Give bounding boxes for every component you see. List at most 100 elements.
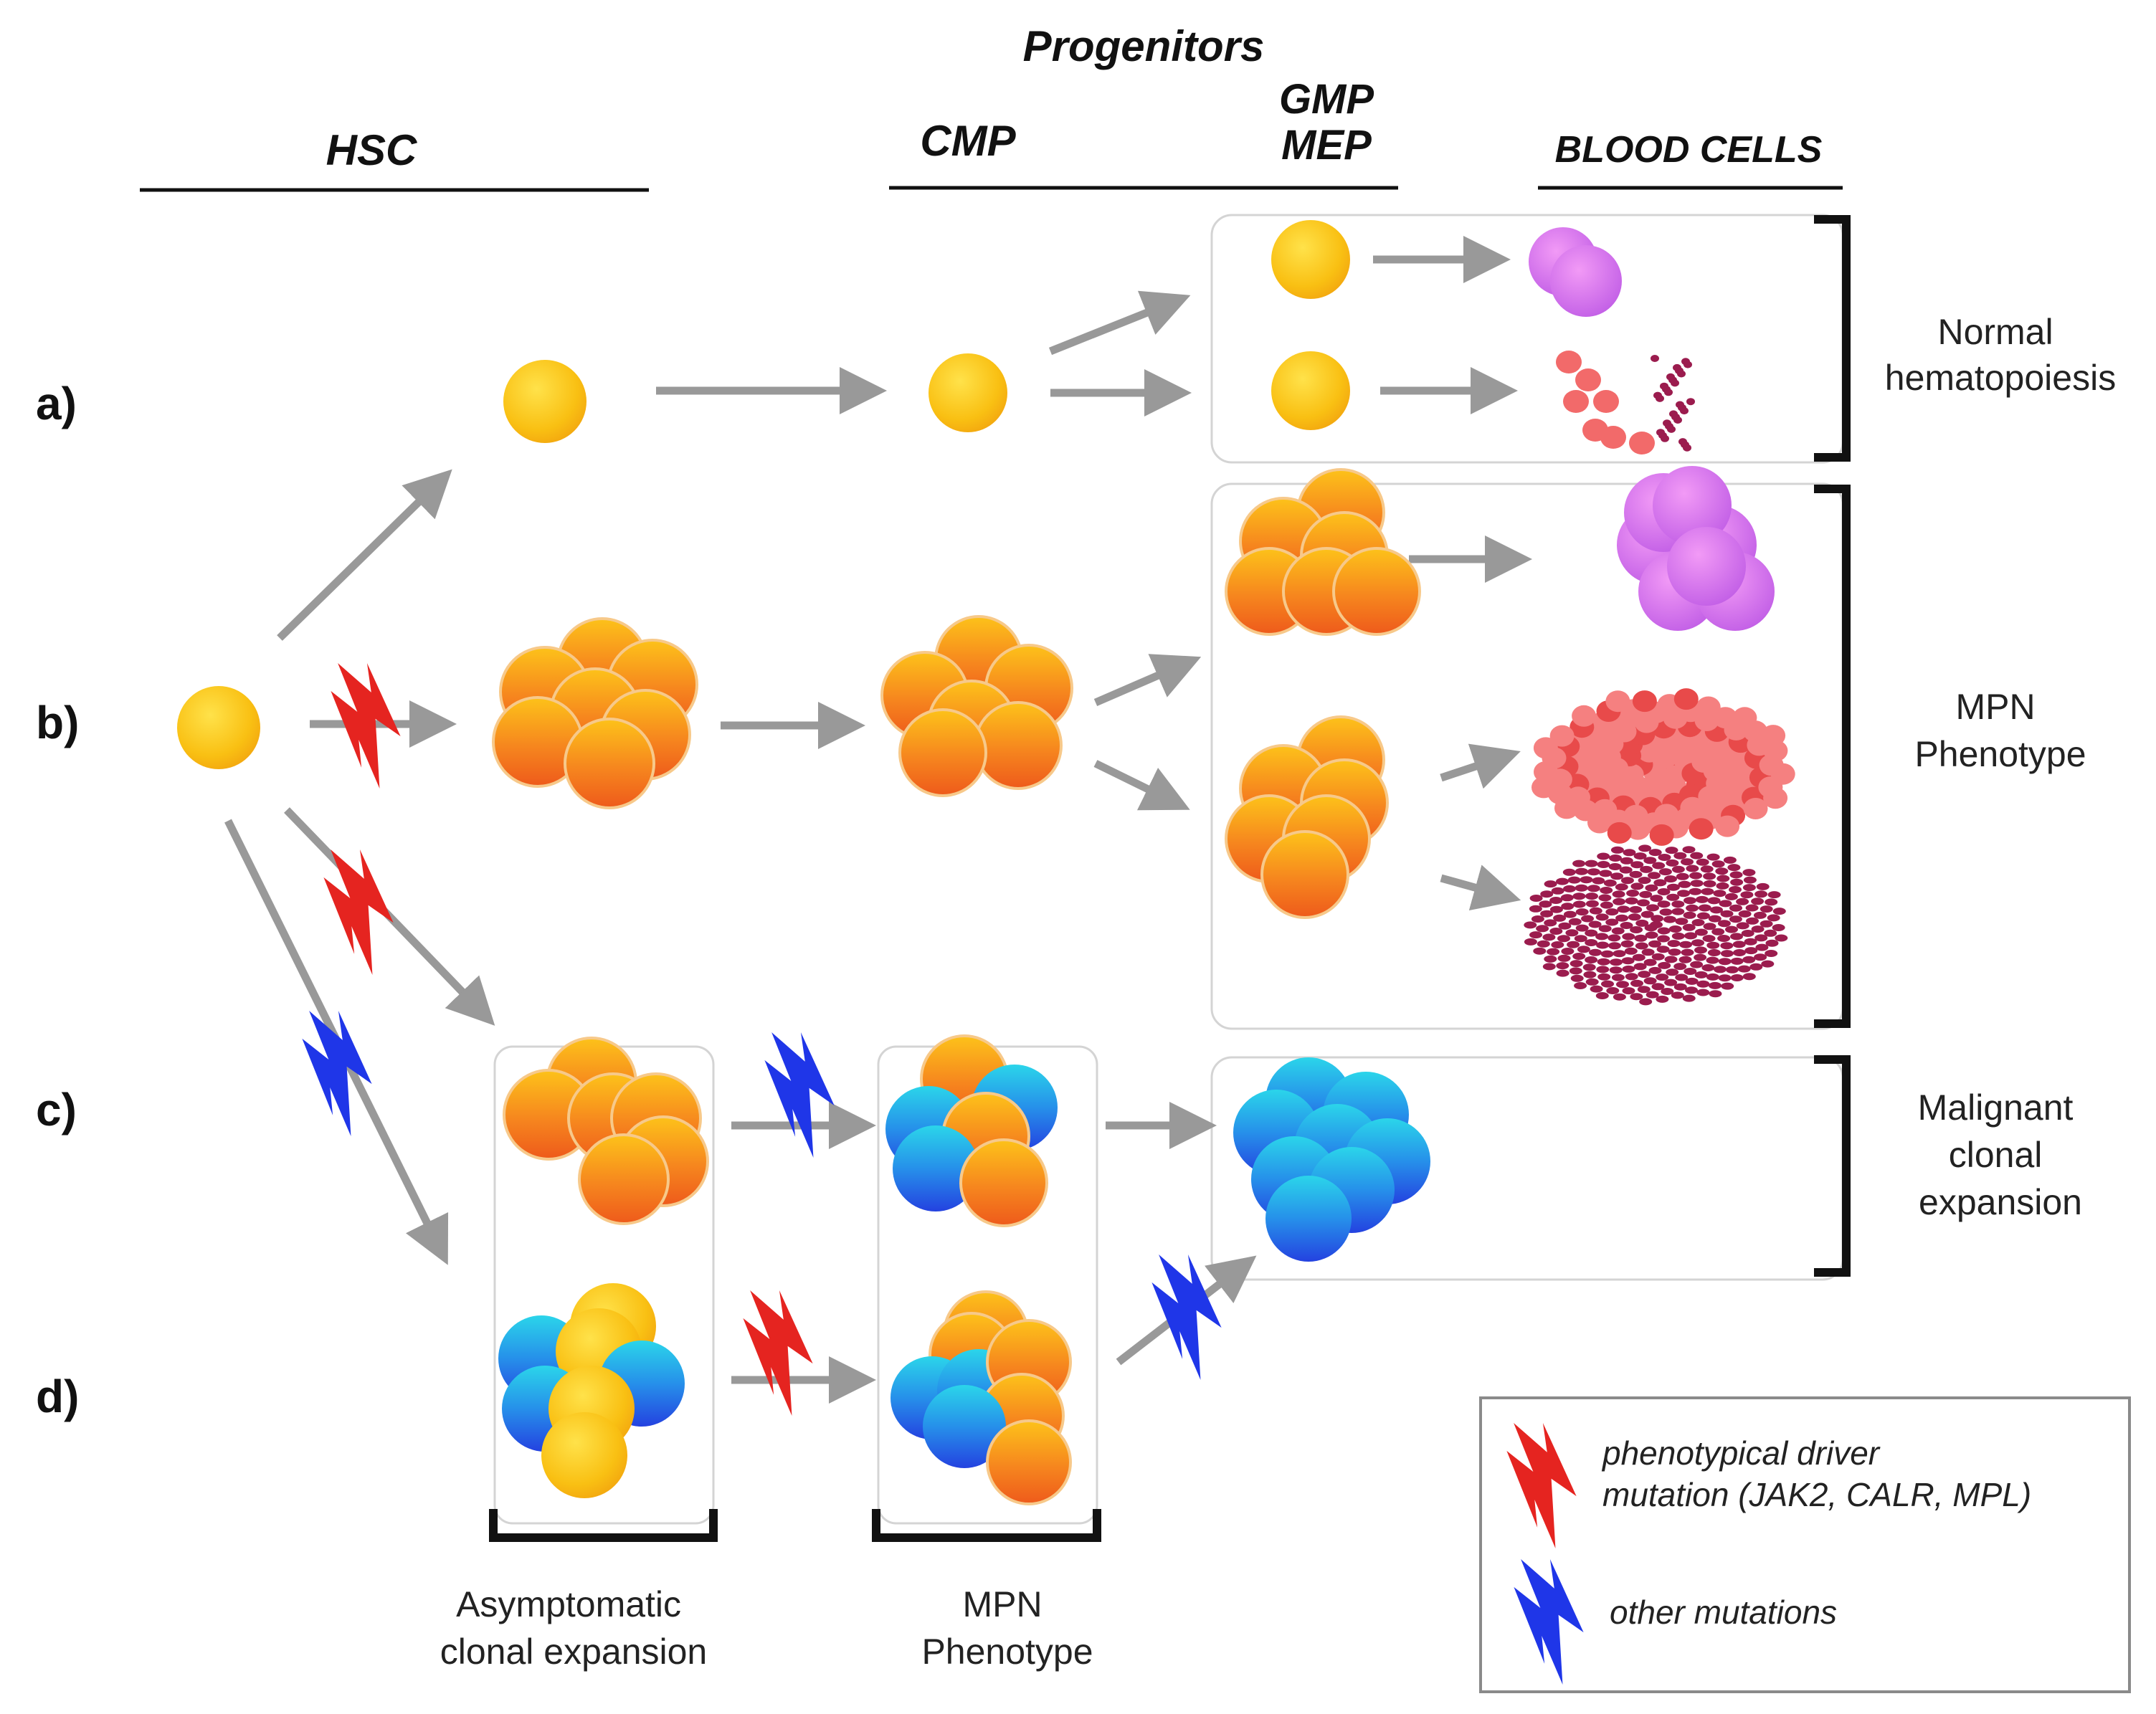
platelet-b: [1606, 987, 1620, 994]
platelet-b: [1702, 935, 1716, 943]
platelet-b: [1760, 905, 1773, 913]
red-cell-a: [1563, 390, 1589, 413]
red-cell-b: [1763, 787, 1788, 809]
platelet-b: [1708, 915, 1722, 923]
platelet-a: [1661, 434, 1669, 442]
platelet-b: [1652, 862, 1666, 870]
row-label-b: b): [36, 697, 79, 748]
platelet-b: [1714, 966, 1727, 973]
arrow-b-cmp-to-mep: [1093, 760, 1190, 811]
cells: [177, 220, 1795, 1505]
platelet-b: [1585, 900, 1599, 908]
driver-mep-clone-b: [1260, 830, 1349, 919]
progenitors-header: Progenitors: [1023, 22, 1265, 70]
platelet-b: [1613, 950, 1626, 958]
platelet-b: [1562, 868, 1576, 876]
platelet-b: [1738, 910, 1752, 918]
cmp-header: CMP: [920, 117, 1016, 165]
platelet-b: [1658, 854, 1671, 861]
platelet-b: [1671, 932, 1685, 940]
red-cell-b: [1673, 688, 1699, 710]
platelet-b: [1684, 897, 1696, 905]
platelet-b: [1716, 882, 1729, 890]
red-cell-a: [1593, 390, 1619, 413]
platelet-b: [1733, 949, 1746, 956]
red-cell-a: [1556, 351, 1582, 373]
platelet-b: [1625, 973, 1638, 981]
platelet-b: [1679, 941, 1693, 948]
platelet-b: [1673, 852, 1687, 860]
platelet-b: [1749, 963, 1763, 971]
platelet-b: [1567, 876, 1581, 884]
platelet-b: [1741, 930, 1754, 937]
platelet-b: [1727, 864, 1741, 872]
platelet-b: [1648, 966, 1662, 974]
platelet-b: [1560, 894, 1574, 902]
platelet-b: [1639, 998, 1653, 1006]
platelet-b: [1610, 872, 1624, 880]
platelet-b: [1724, 892, 1738, 900]
platelet-b: [1713, 890, 1727, 898]
platelet-b: [1585, 892, 1598, 900]
red-cell-b: [1587, 811, 1612, 834]
platelet-b: [1632, 953, 1646, 961]
platelet-b: [1556, 877, 1569, 885]
platelet-b: [1610, 846, 1624, 854]
row-label-a: a): [36, 378, 77, 429]
platelet-b: [1638, 971, 1651, 979]
arrow-b-mep-to-red: [1440, 743, 1521, 789]
driver-hsc-clone-b: [564, 718, 655, 809]
platelet-a: [1684, 361, 1692, 368]
platelet-a: [1680, 407, 1689, 415]
platelet-b: [1668, 948, 1681, 956]
platelet-b: [1667, 940, 1681, 948]
platelet-b: [1572, 900, 1586, 908]
platelet-b: [1656, 973, 1669, 981]
platelet-b: [1597, 958, 1610, 966]
platelet-b: [1557, 954, 1571, 962]
platelet-b: [1600, 950, 1614, 958]
platelet-b: [1740, 891, 1754, 899]
bottom-labels: Asymptomatic clonal expansion MPN Phenot…: [440, 1584, 1093, 1672]
platelet-b: [1612, 890, 1625, 898]
red-cell-b: [1743, 798, 1768, 819]
platelet-b: [1589, 907, 1602, 915]
platelet-b: [1709, 981, 1722, 989]
platelet-b: [1572, 892, 1586, 900]
malignant-bracket: [1814, 1055, 1851, 1277]
platelet-b: [1544, 880, 1557, 888]
red-cell-a: [1629, 432, 1655, 454]
platelet-b: [1648, 872, 1661, 880]
platelet-b: [1664, 956, 1678, 963]
platelet-b: [1574, 982, 1587, 989]
platelet-b: [1557, 935, 1570, 943]
platelet-b: [1685, 977, 1699, 985]
platelet-b: [1715, 867, 1729, 875]
platelet-b: [1570, 974, 1584, 982]
platelet-b: [1681, 948, 1694, 956]
healthy-mep-a: [1271, 351, 1350, 430]
platelet-b: [1736, 922, 1749, 930]
platelet-b: [1657, 888, 1671, 895]
platelet-b: [1547, 948, 1560, 956]
platelet-b: [1772, 924, 1785, 931]
row-label-c: c): [36, 1084, 77, 1135]
red-cell-b: [1732, 707, 1757, 729]
platelet-b: [1666, 893, 1680, 901]
red-cell-b: [1625, 818, 1651, 840]
platelet-b: [1609, 966, 1623, 974]
platelet-b: [1698, 904, 1711, 912]
platelet-b: [1703, 872, 1716, 880]
platelet-b: [1569, 960, 1583, 968]
platelet-b: [1574, 935, 1587, 943]
platelet-b: [1610, 958, 1623, 966]
other-bolt-d-prog: [1151, 1254, 1222, 1380]
platelet-b: [1729, 886, 1742, 893]
platelet-b: [1658, 961, 1671, 969]
platelet-b: [1656, 995, 1669, 1003]
normal-label: Normal hematopoiesis: [1885, 312, 2116, 398]
platelet-b: [1630, 882, 1644, 890]
healthy-hsc-b: [177, 686, 260, 769]
platelet-b: [1730, 957, 1744, 965]
